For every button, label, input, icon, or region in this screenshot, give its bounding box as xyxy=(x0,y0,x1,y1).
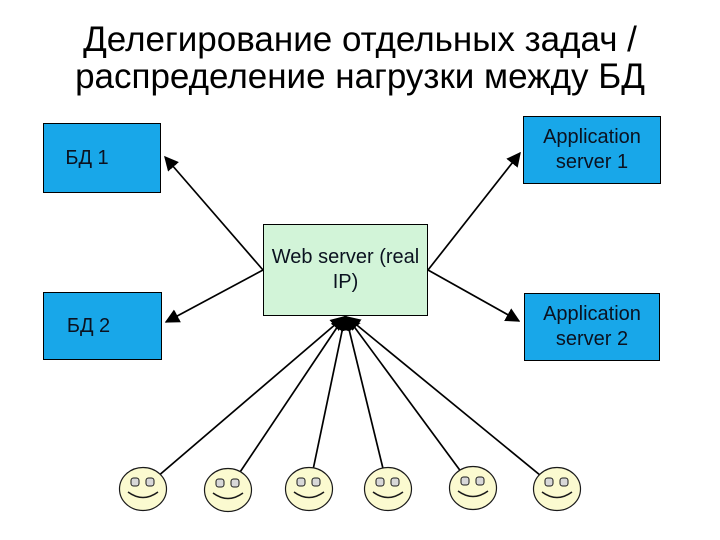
smiley-face-icon xyxy=(363,466,413,512)
line-user6-to-web xyxy=(345,316,558,490)
node-web-server: Web server (real IP) xyxy=(263,224,428,316)
server-arrows xyxy=(164,151,521,323)
line-user5-to-web xyxy=(346,315,474,489)
smiley-face-icon xyxy=(532,466,582,512)
line-user3-to-web xyxy=(308,315,350,490)
user-request-lines xyxy=(142,315,558,491)
node-db1-label: БД 1 xyxy=(65,146,109,169)
smiley-face-icon xyxy=(203,467,253,513)
node-application-server-1: Application server 1 xyxy=(523,116,661,184)
node-web-server-label: Web server (real IP) xyxy=(271,246,420,293)
node-application-server-1-label: Application server 1 xyxy=(543,126,641,173)
smiley-face-icon xyxy=(448,465,498,511)
arrow-web-to-app2 xyxy=(427,269,521,322)
line-user1-to-web xyxy=(142,316,346,490)
smiley-face-icon xyxy=(118,466,168,512)
arrow-web-to-db2 xyxy=(164,269,264,323)
node-application-server-2-label: Application server 2 xyxy=(543,303,641,350)
node-db2: БД 2 xyxy=(43,292,162,360)
node-db2-label: БД 2 xyxy=(66,314,111,337)
arrow-web-to-app1 xyxy=(427,151,521,271)
node-application-server-2: Application server 2 xyxy=(524,293,660,361)
user-smileys xyxy=(118,465,582,513)
node-db1: БД 1 xyxy=(43,123,161,193)
line-user4-to-web xyxy=(342,315,389,490)
slide-title-line1: Делегирование отдельных задач / xyxy=(83,20,637,59)
smiley-face-icon xyxy=(284,466,334,512)
line-user2-to-web xyxy=(227,315,345,491)
slide-title: Делегирование отдельных задач / распреде… xyxy=(0,21,720,95)
arrow-web-to-db1 xyxy=(164,155,264,271)
slide-title-line2: распределение нагрузки между БД xyxy=(75,57,645,96)
